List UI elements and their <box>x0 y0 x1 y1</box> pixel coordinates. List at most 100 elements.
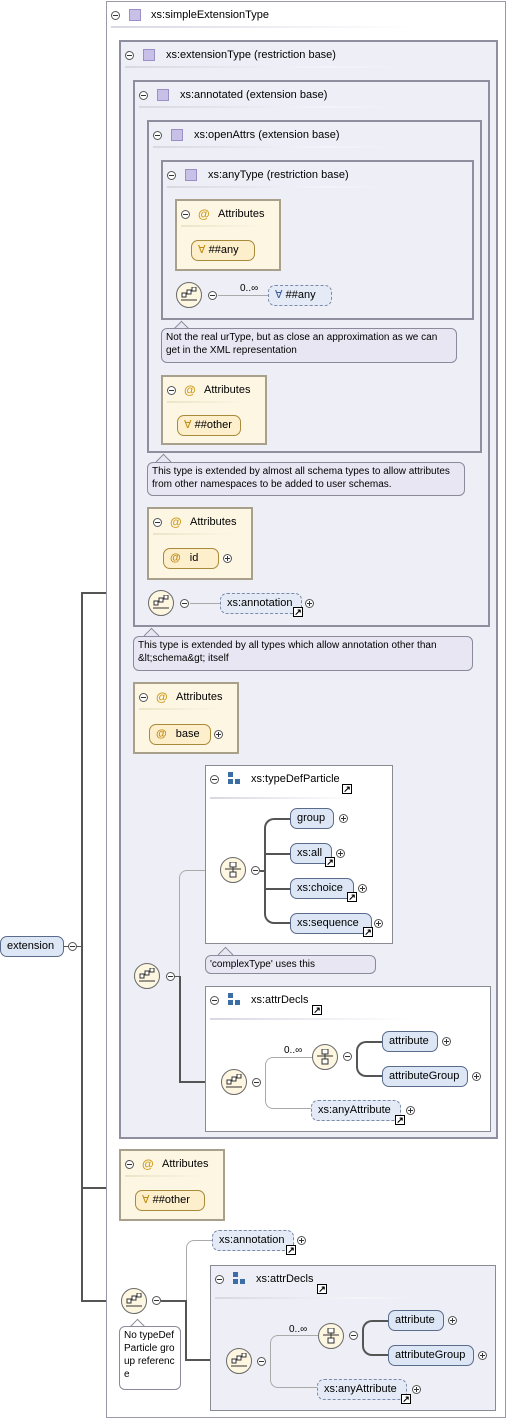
collapse-icon[interactable] <box>180 599 189 608</box>
header-divider <box>210 797 360 799</box>
header-divider <box>167 401 247 403</box>
reference-arrow-icon[interactable]: ↗ <box>347 892 357 902</box>
extension-element[interactable]: extension <box>0 936 64 957</box>
collapse-icon[interactable] <box>139 693 148 702</box>
other-attribute-wildcard[interactable]: ∀ ##other <box>177 415 241 436</box>
collapse-icon[interactable] <box>152 1296 161 1305</box>
choice-branch <box>362 1320 388 1356</box>
expand-icon[interactable] <box>412 1385 421 1394</box>
attribute-group-label: attributeGroup <box>395 1349 466 1361</box>
extension-attributes-box: @ Attributes @ base <box>133 682 239 754</box>
expand-icon[interactable] <box>406 1106 415 1115</box>
expand-icon[interactable] <box>214 730 223 739</box>
sequence-ref[interactable]: xs:sequence <box>290 913 372 934</box>
attribute-group-label: attributeGroup <box>389 1070 460 1082</box>
all-ref[interactable]: xs:all <box>290 843 332 864</box>
at-sign-icon: @ <box>170 515 182 529</box>
any-attribute-wildcard[interactable]: ∀ ##any <box>191 240 255 261</box>
header-divider <box>167 186 387 188</box>
attribute-label: attribute <box>395 1314 435 1326</box>
sequence-compositor-icon[interactable] <box>176 282 202 308</box>
sequence-compositor-icon[interactable] <box>134 963 160 989</box>
collapse-icon[interactable] <box>125 1160 134 1169</box>
sequence-compositor-icon[interactable] <box>221 1069 247 1095</box>
attribute-ref[interactable]: attribute <box>388 1310 444 1331</box>
sequence-compositor-icon[interactable] <box>148 590 174 616</box>
attributes-title: Attributes <box>218 208 265 220</box>
choice-compositor-icon[interactable] <box>220 857 246 883</box>
for-all-icon: ∀ <box>198 244 206 256</box>
attribute-ref[interactable]: attribute <box>382 1031 438 1052</box>
header-divider <box>215 1297 415 1299</box>
wire-bottom-v <box>185 1300 187 1361</box>
group-icon <box>228 772 242 786</box>
id-attribute[interactable]: @ id <box>163 548 219 569</box>
collapse-icon[interactable] <box>343 1052 352 1061</box>
expand-icon[interactable] <box>339 814 348 823</box>
any-attr-label: ##any <box>208 244 239 256</box>
reference-arrow-icon[interactable]: ↗ <box>293 607 303 617</box>
collapse-icon[interactable] <box>257 1357 266 1366</box>
expand-icon[interactable] <box>478 1351 487 1360</box>
wire-choice-all <box>264 853 290 855</box>
expand-icon[interactable] <box>358 884 367 893</box>
any-attribute-ref[interactable]: xs:anyAttribute <box>317 1379 407 1400</box>
any-elem-label: ##any <box>285 289 316 301</box>
expand-icon[interactable] <box>336 849 345 858</box>
collapse-icon[interactable] <box>167 171 176 180</box>
expand-icon[interactable] <box>442 1037 451 1046</box>
wire-root-attrs <box>81 1187 121 1189</box>
choice-compositor-icon[interactable] <box>318 1323 344 1349</box>
choice-compositor-icon[interactable] <box>312 1044 338 1070</box>
collapse-icon[interactable] <box>208 291 217 300</box>
collapse-icon[interactable] <box>181 210 190 219</box>
sequence-compositor-icon[interactable] <box>226 1348 252 1374</box>
collapse-icon[interactable] <box>210 775 219 784</box>
cardinality-label: 0..∞ <box>289 1324 308 1335</box>
collapse-icon[interactable] <box>251 866 260 875</box>
expand-icon[interactable] <box>448 1316 457 1325</box>
collapse-icon[interactable] <box>210 996 219 1005</box>
base-attribute[interactable]: @ base <box>149 724 211 745</box>
reference-arrow-icon[interactable]: ↗ <box>342 784 352 794</box>
collapse-icon[interactable] <box>68 942 77 951</box>
choice-ref[interactable]: xs:choice <box>290 878 354 899</box>
reference-arrow-icon[interactable]: ↗ <box>325 857 335 867</box>
collapse-icon[interactable] <box>215 1275 224 1284</box>
collapse-icon[interactable] <box>139 91 148 100</box>
header-divider <box>125 1175 205 1177</box>
collapse-icon[interactable] <box>153 518 162 527</box>
attribute-group-ref[interactable]: attributeGroup <box>382 1066 468 1087</box>
collapse-icon[interactable] <box>125 51 134 60</box>
any-element-wildcard[interactable]: ∀ ##any <box>268 285 332 306</box>
any-type-note: Not the real urType, but as close an app… <box>161 328 457 363</box>
sequence-compositor-icon[interactable] <box>121 1288 147 1314</box>
annotation-ref[interactable]: xs:annotation <box>212 1230 294 1251</box>
expand-icon[interactable] <box>472 1072 481 1081</box>
reference-arrow-icon[interactable]: ↗ <box>312 1005 322 1015</box>
reference-arrow-icon[interactable]: ↗ <box>286 1245 296 1255</box>
other-attribute-wildcard[interactable]: ∀ ##other <box>135 1190 205 1211</box>
collapse-icon[interactable] <box>252 1078 261 1087</box>
extension-label: extension <box>7 940 55 952</box>
annotation-ref[interactable]: xs:annotation <box>220 593 302 614</box>
reference-arrow-icon[interactable]: ↗ <box>395 1115 405 1125</box>
expand-icon[interactable] <box>223 554 232 563</box>
attributes-title: Attributes <box>204 384 251 396</box>
reference-arrow-icon[interactable]: ↗ <box>401 1394 411 1404</box>
expand-icon[interactable] <box>374 919 383 928</box>
wire-root-v <box>81 592 83 1302</box>
reference-arrow-icon[interactable]: ↗ <box>317 1284 327 1294</box>
collapse-icon[interactable] <box>167 386 176 395</box>
base-attr-label: base <box>175 728 200 740</box>
group-ref[interactable]: group <box>290 808 334 829</box>
collapse-icon[interactable] <box>111 11 120 20</box>
collapse-icon[interactable] <box>349 1331 358 1340</box>
attribute-group-ref[interactable]: attributeGroup <box>388 1345 474 1366</box>
expand-icon[interactable] <box>305 599 314 608</box>
annotated-note: This type is extended by all types which… <box>133 636 473 671</box>
collapse-icon[interactable] <box>153 131 162 140</box>
expand-icon[interactable] <box>297 1236 306 1245</box>
reference-arrow-icon[interactable]: ↗ <box>363 927 373 937</box>
any-attribute-ref[interactable]: xs:anyAttribute <box>311 1100 401 1121</box>
